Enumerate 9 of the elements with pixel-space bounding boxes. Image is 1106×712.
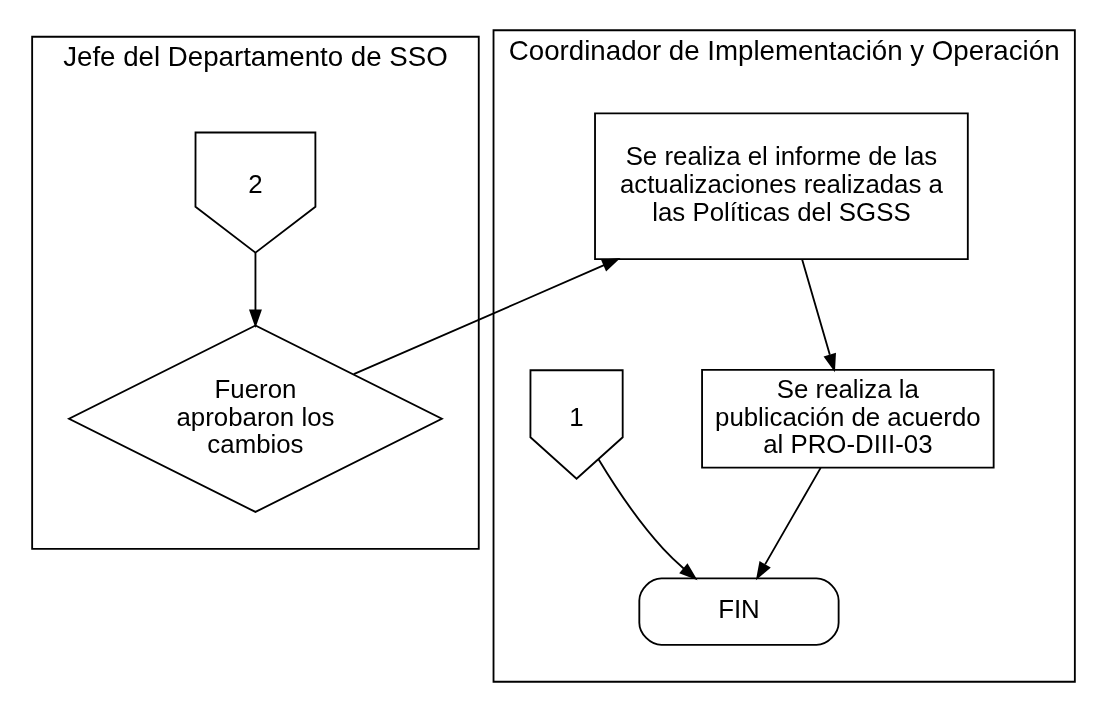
arrow [352, 258, 620, 376]
arrow [800, 258, 836, 373]
arrow [597, 458, 698, 581]
arrow [755, 466, 822, 581]
node-box: Se realiza el informe de las actualizaciones realizadas a las Políticas del SGSS [593, 112, 969, 261]
node-box: FIN [637, 577, 840, 646]
arrow [248, 252, 262, 329]
node-box: Se realiza la publicación de acuerdo al PRO-DIII-03 [700, 368, 995, 469]
node-diamond: Fueron aprobaron los cambios [66, 324, 444, 513]
